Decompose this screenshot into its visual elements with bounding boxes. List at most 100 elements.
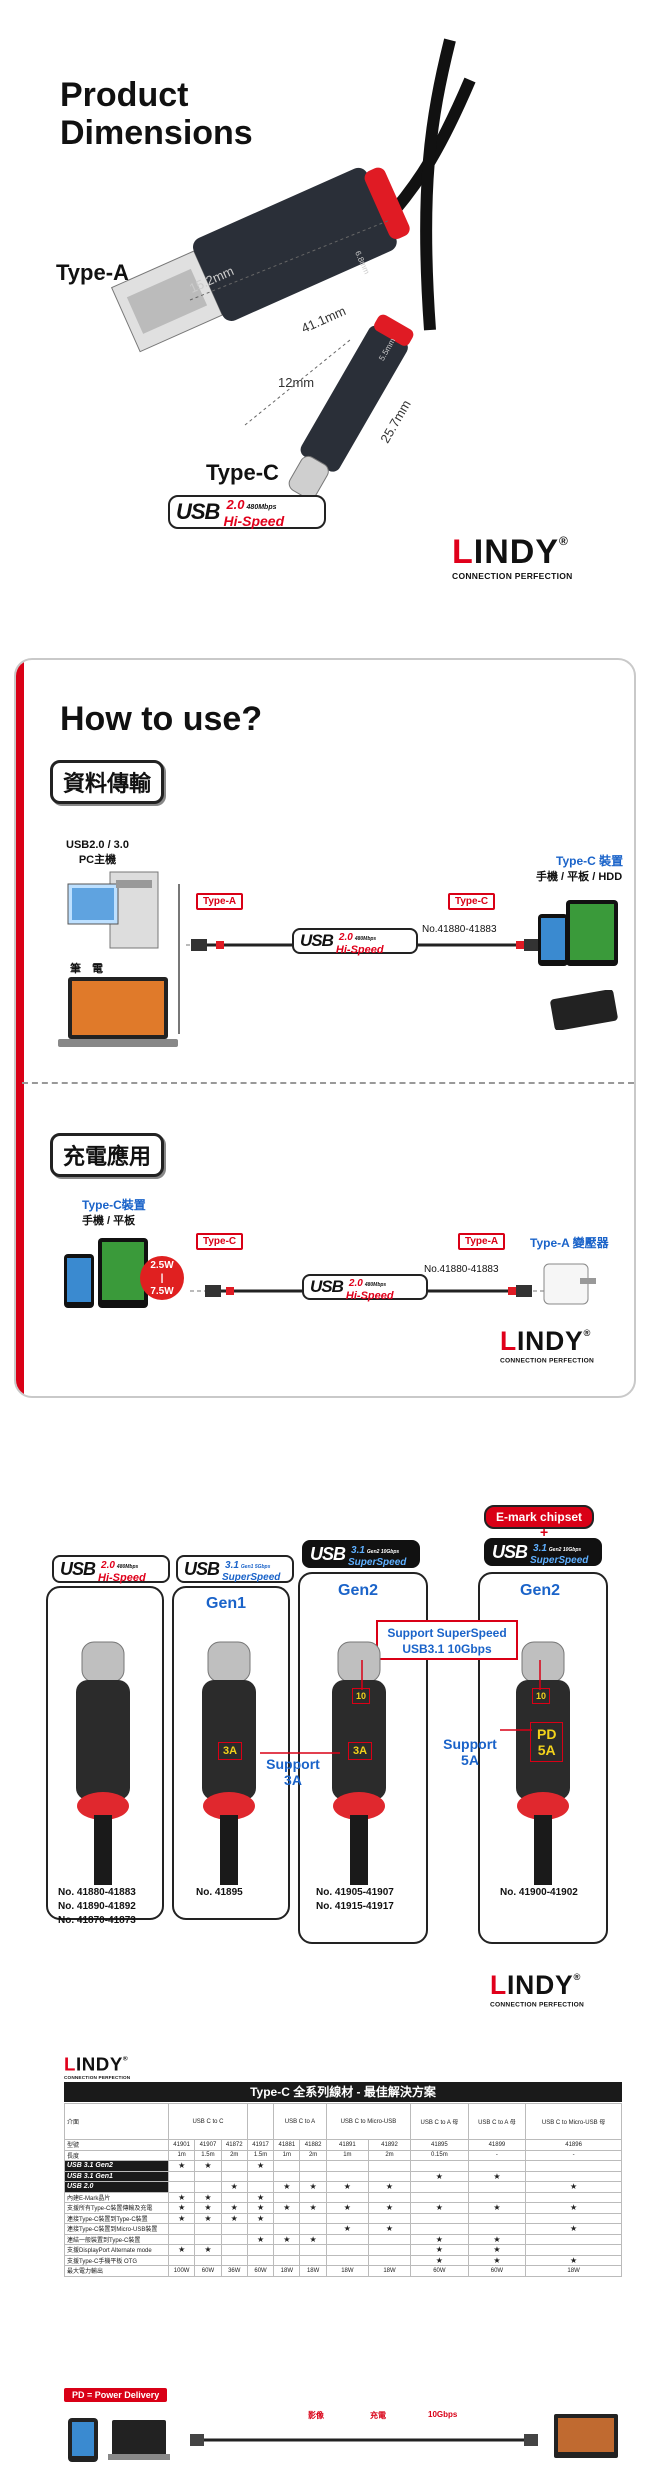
gen2-label-b: Gen2 (520, 1582, 561, 1599)
table-star-cell (273, 2170, 301, 2182)
table-star-cell: ★ (299, 2202, 327, 2214)
table-star-cell (325, 2254, 369, 2266)
table-header-cell: 介面 (64, 2103, 169, 2140)
table-label-cell: 支援所有Type-C裝置傳輸及充電 (64, 2202, 169, 2214)
table-row: USB 2.0★★★★★★ (64, 2181, 622, 2193)
table-model-cell: 41901 (167, 2139, 196, 2151)
pd-note: PD = Power Delivery (64, 2388, 168, 2402)
models-col1: No. 41880-41883 No. 41890-41892 No. 4187… (58, 1887, 136, 1926)
table-star-cell (220, 2170, 248, 2182)
hdd-icon (550, 990, 618, 1030)
bottom-device-strip (68, 2414, 618, 2462)
table-star-cell: ★ (299, 2233, 327, 2245)
table-star-cell (299, 2160, 327, 2172)
table-label-cell: 型號 (64, 2139, 169, 2151)
table-star-cell (467, 2191, 527, 2203)
table-star-cell (299, 2191, 327, 2203)
table-row: 支援DisplayPort Alternate mode★★★★ (64, 2244, 622, 2256)
data-transfer-button[interactable]: 資料傳輸 (50, 760, 165, 804)
table-star-cell (246, 2254, 275, 2266)
charge-tag-type-c: Type-C (196, 1233, 244, 1250)
red-accent-bar (16, 660, 24, 1396)
charging-button[interactable]: 充電應用 (50, 1133, 165, 1177)
table-star-cell (467, 2223, 527, 2235)
table-star-cell (299, 2212, 327, 2224)
models-col4: No. 41900-41902 (500, 1887, 578, 1898)
tag-type-a: Type-A (196, 893, 244, 910)
table-length-cell: 2m (299, 2149, 327, 2161)
table-star-cell (167, 2181, 196, 2193)
table-row: 連接Type-C裝置到Micro-USB裝置★★★ (64, 2223, 622, 2235)
table-star-cell (220, 2254, 248, 2266)
table-star-cell: ★ (273, 2233, 301, 2245)
lindy-logo-2: LINDY® CONNECTION PERFECTION (500, 1326, 595, 1364)
dim-12: 12mm (278, 375, 315, 390)
table-star-cell (246, 2181, 275, 2193)
table-star-cell (325, 2212, 369, 2224)
table-star-cell: ★ (525, 2181, 622, 2193)
table-star-cell (467, 2181, 527, 2193)
table-star-cell (220, 2191, 248, 2203)
table-group-cell: USB C to Micro-USB 母 (525, 2103, 622, 2140)
table-star-cell (525, 2160, 622, 2172)
table-star-cell: ★ (467, 2170, 527, 2182)
table-star-cell (194, 2170, 222, 2182)
table-star-cell: ★ (325, 2223, 369, 2235)
charger-label: Type-A 變壓器 (530, 1236, 609, 1250)
table-group-cell: USB C to Micro-USB (325, 2103, 412, 2140)
table-power-cell: 60W (194, 2265, 222, 2277)
type-c-label: Type-C (206, 460, 279, 485)
table-power-cell: 18W (299, 2265, 327, 2277)
charge-tag-type-a: Type-A (458, 1233, 506, 1250)
table-label-cell: 最大電力輸出 (64, 2265, 169, 2277)
table-star-cell: ★ (525, 2202, 622, 2214)
table-power-cell: 60W (467, 2265, 527, 2277)
lindy-logo-3: LINDY® CONNECTION PERFECTION (490, 1970, 585, 2008)
table-power-cell: 18W (525, 2265, 622, 2277)
table-star-cell (194, 2233, 222, 2245)
table-star-cell (299, 2170, 327, 2182)
table-star-cell (246, 2223, 275, 2235)
phone-tablet-icon (538, 900, 618, 966)
cable-diagram (110, 38, 476, 499)
table-star-cell: ★ (194, 2191, 222, 2203)
table-star-cell: ★ (194, 2212, 222, 2224)
table-model-cell: 41917 (246, 2139, 275, 2151)
model-range: No.41880-41883 (422, 924, 497, 935)
table-star-cell (410, 2160, 469, 2172)
table-length-cell: 2m (220, 2149, 248, 2161)
support-ss-box: Support SuperSpeed USB3.1 10Gbps (376, 1620, 518, 1660)
table-star-cell (410, 2191, 469, 2203)
table-star-cell (525, 2170, 622, 2182)
notebook-label: 筆 電 (70, 963, 103, 975)
table-label-cell: 內建E-Mark晶片 (64, 2191, 169, 2203)
tag-type-c: Type-C (448, 893, 496, 910)
emark-plus: + (540, 1524, 549, 1540)
table-label-cell: USB 3.1 Gen2 (64, 2160, 169, 2172)
lindy-logo-4: LINDY® CONNECTION PERFECTION (64, 2053, 131, 2081)
table-star-cell: ★ (410, 2244, 469, 2256)
table-star-cell (273, 2254, 301, 2266)
table-star-cell: ★ (167, 2202, 196, 2214)
table-model-cell: 41891 (325, 2139, 369, 2151)
table-star-cell: ★ (220, 2181, 248, 2193)
table-model-cell: 41872 (220, 2139, 248, 2151)
table-model-cell: 41895 (410, 2139, 469, 2151)
table-badge-label: USB 3.1 Gen1 (67, 2172, 113, 2180)
table-length-cell: 0.15m (410, 2149, 469, 2161)
table-star-cell (325, 2170, 369, 2182)
table-star-cell: ★ (167, 2191, 196, 2203)
table-star-cell (410, 2223, 469, 2235)
table-label-cell: 支援Type-C手機平板 OTG (64, 2254, 169, 2266)
table-power-cell: 60W (410, 2265, 469, 2277)
table-star-cell (273, 2191, 301, 2203)
table-label-cell: 長度 (64, 2149, 169, 2161)
table-star-cell (525, 2212, 622, 2224)
table-label-cell: 支援DisplayPort Alternate mode (64, 2244, 169, 2256)
chip-3a-gen1: 3A (218, 1742, 243, 1760)
table-star-cell (467, 2160, 527, 2172)
